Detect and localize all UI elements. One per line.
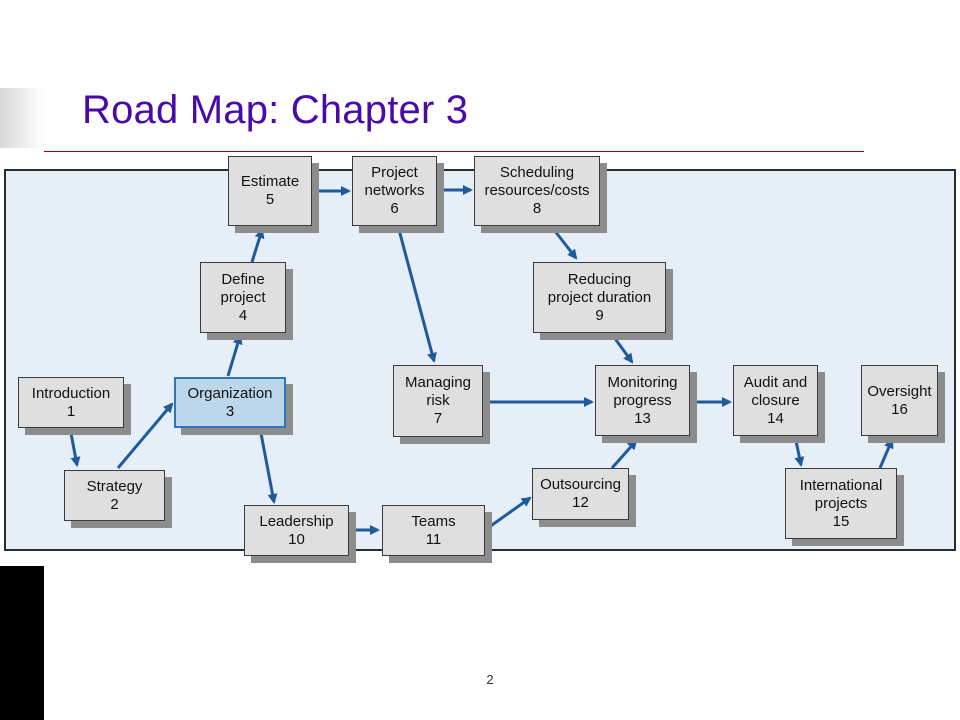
arrow-organization-to-define-project	[226, 334, 243, 377]
left-accent-gradient	[0, 88, 44, 148]
page-number: 2	[486, 672, 494, 687]
node-introduction: Introduction 1	[18, 377, 124, 428]
node-strategy: Strategy 2	[64, 470, 165, 521]
node-teams: Teams 11	[382, 505, 485, 556]
node-reducing-duration: Reducing project duration 9	[533, 262, 666, 333]
arrow-international-to-oversight	[878, 438, 894, 469]
node-audit: Audit and closure 14	[733, 365, 818, 436]
arrow-outsourcing-to-monitoring	[610, 439, 638, 469]
arrow-define-project-to-estimate	[250, 228, 265, 263]
node-define-project: Define project 4	[200, 262, 286, 333]
arrow-scheduling-to-reducing-duration	[549, 225, 578, 260]
node-international: International projects 15	[785, 468, 897, 539]
left-accent-bar	[0, 566, 44, 720]
arrow-audit-to-international	[793, 435, 805, 467]
arrow-organization-to-leadership	[258, 427, 278, 504]
title-divider	[44, 151, 864, 152]
node-scheduling: Scheduling resources/costs 8	[474, 156, 600, 226]
arrow-project-networks-to-managing-risk	[396, 225, 437, 363]
node-monitoring: Monitoring progress 13	[595, 365, 690, 436]
arrow-reducing-duration-to-monitoring	[609, 332, 634, 364]
arrow-strategy-to-organization	[116, 402, 174, 469]
arrow-teams-to-outsourcing	[484, 496, 532, 532]
slide-title: Road Map: Chapter 3	[82, 88, 469, 132]
node-organization: Organization 3	[174, 377, 286, 428]
node-estimate: Estimate 5	[228, 156, 312, 226]
node-managing-risk: Managing risk 7	[393, 365, 483, 437]
node-oversight: Oversight 16	[861, 365, 938, 436]
node-leadership: Leadership 10	[244, 505, 349, 556]
node-project-networks: Project networks 6	[352, 156, 437, 226]
arrow-introduction-to-strategy	[68, 427, 81, 467]
node-outsourcing: Outsourcing 12	[532, 468, 629, 520]
